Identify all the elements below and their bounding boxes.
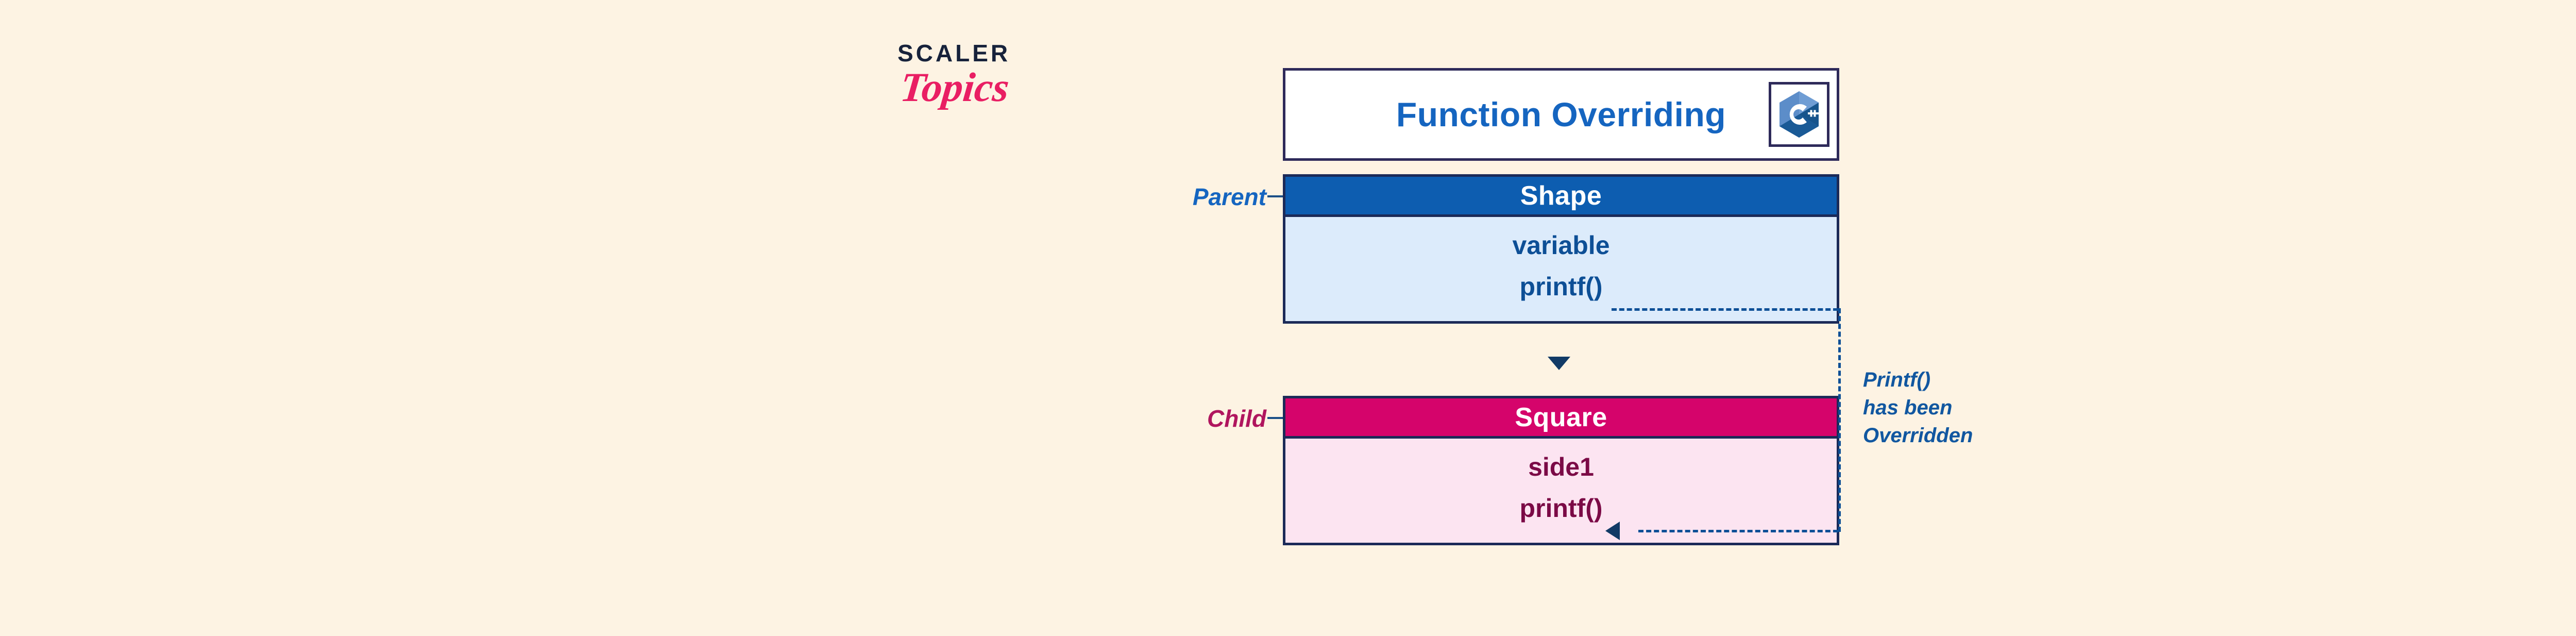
override-dash-bottom — [1638, 530, 1838, 532]
diagram-title: Function Overriding — [1396, 95, 1726, 133]
parent-class-name: Shape — [1285, 177, 1837, 217]
parent-member-variable: variable — [1512, 231, 1610, 260]
parent-connector-dash — [1267, 195, 1284, 197]
override-annotation-line1: Printf() — [1863, 369, 1931, 391]
child-member-side1: side1 — [1528, 453, 1594, 481]
left-arrowhead-icon — [1605, 522, 1620, 540]
down-triangle-icon — [1548, 357, 1570, 370]
child-class-box: Square side1 printf() — [1283, 396, 1839, 545]
override-dash-top — [1612, 308, 1838, 311]
scaler-topics-logo: SCALER Topics — [897, 41, 1062, 129]
override-annotation: Printf() has been Overridden — [1863, 366, 2028, 449]
cpp-logo-icon — [1769, 82, 1829, 147]
logo-scaler-wordmark: SCALER — [897, 40, 1011, 66]
child-connector-dash — [1267, 417, 1284, 419]
parent-class-members: variable printf() — [1285, 217, 1837, 321]
parent-role-label: Parent — [1192, 183, 1266, 210]
override-annotation-line2: has been — [1863, 396, 1953, 419]
child-class-members: side1 printf() — [1285, 439, 1837, 543]
override-dash-right — [1838, 308, 1841, 532]
parent-member-printf: printf() — [1519, 272, 1603, 301]
child-role-label: Child — [1207, 405, 1266, 432]
child-class-name: Square — [1285, 398, 1837, 439]
parent-class-box: Shape variable printf() — [1283, 174, 1839, 324]
child-member-printf: printf() — [1519, 494, 1603, 523]
override-annotation-line3: Overridden — [1863, 424, 1973, 447]
diagram-title-card: Function Overriding — [1283, 68, 1839, 161]
